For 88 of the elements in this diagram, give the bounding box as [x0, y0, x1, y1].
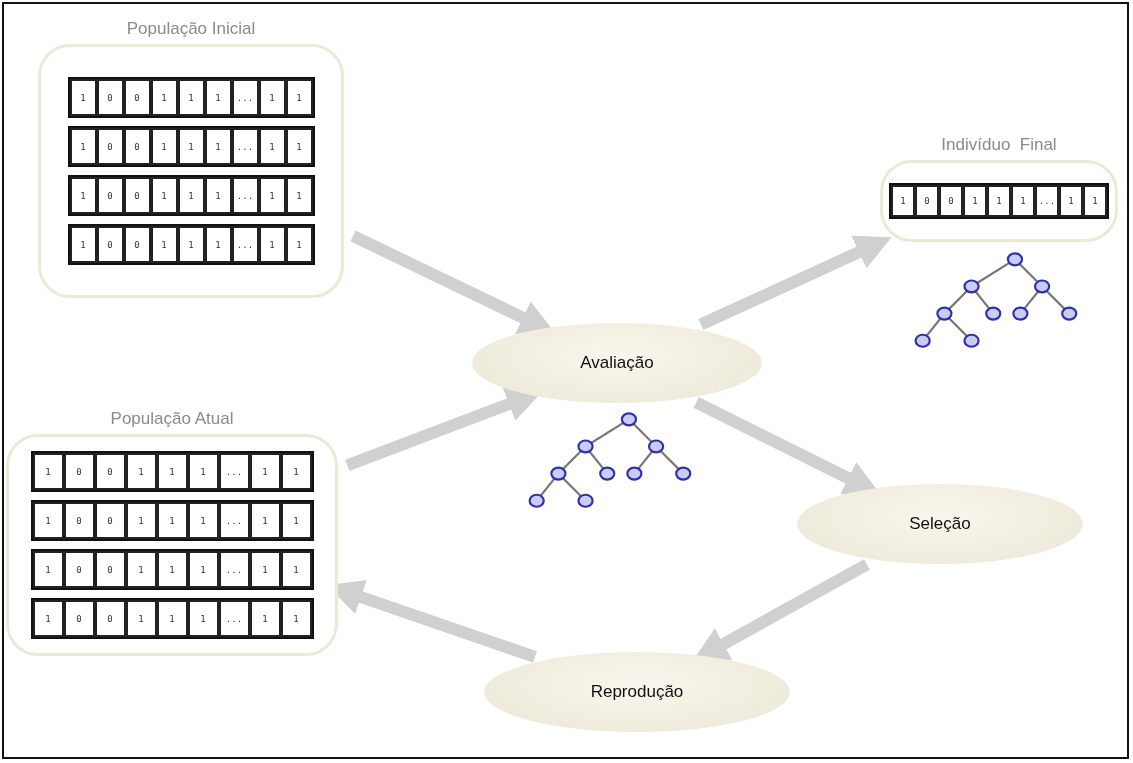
bit-cell: 0 — [123, 79, 151, 116]
bit-cell: 1 — [249, 453, 281, 490]
bit-cell: 1 — [280, 600, 312, 637]
bit-cell: 1 — [187, 502, 219, 539]
bit-cell: 1 — [285, 79, 313, 116]
bit-cell: 1 — [156, 453, 188, 490]
bit-cell: 0 — [94, 551, 126, 588]
bit-cell: ... — [231, 177, 259, 214]
bit-cell: 1 — [285, 226, 313, 263]
bit-cell: 1 — [1083, 185, 1107, 217]
population-title: População Inicial — [126, 18, 256, 40]
bit-cell: 1 — [1011, 185, 1035, 217]
bit-cell: 1 — [177, 226, 205, 263]
process-label: Avaliação — [580, 353, 654, 373]
bit-cell: 1 — [204, 177, 232, 214]
bit-cell: 1 — [280, 502, 312, 539]
bit-cell: 1 — [156, 600, 188, 637]
bit-cell: 0 — [96, 177, 124, 214]
bit-cell: 1 — [258, 226, 286, 263]
bit-cell: 1 — [177, 79, 205, 116]
bit-cell: 1 — [285, 128, 313, 165]
bit-cell: ... — [218, 551, 250, 588]
bit-cell: 1 — [177, 128, 205, 165]
bit-cell: 1 — [32, 551, 64, 588]
bit-cell: 1 — [249, 502, 281, 539]
bit-cell: 1 — [69, 177, 97, 214]
bit-cell: ... — [218, 600, 250, 637]
bit-cell: 1 — [69, 226, 97, 263]
bit-cell: 1 — [204, 226, 232, 263]
bit-cell: 1 — [258, 128, 286, 165]
bit-cell: 1 — [150, 226, 178, 263]
bit-cell: 0 — [63, 551, 95, 588]
bit-cell: 1 — [187, 600, 219, 637]
bit-cell: 0 — [63, 502, 95, 539]
bit-cell: 1 — [258, 79, 286, 116]
bit-cell: ... — [218, 502, 250, 539]
bit-cell: 1 — [1059, 185, 1083, 217]
bit-cell: 1 — [150, 128, 178, 165]
bit-cell: 0 — [939, 185, 963, 217]
bit-cell: 1 — [156, 502, 188, 539]
bit-cell: 1 — [249, 600, 281, 637]
bit-cell: 0 — [94, 600, 126, 637]
bit-cell: 0 — [94, 453, 126, 490]
bit-cell: 1 — [32, 600, 64, 637]
bit-cell: 1 — [204, 79, 232, 116]
bit-cell: 0 — [96, 226, 124, 263]
bit-cell: 1 — [32, 453, 64, 490]
bit-cell: 1 — [987, 185, 1011, 217]
bit-cell: 1 — [177, 177, 205, 214]
bit-cell: ... — [218, 453, 250, 490]
bit-cell: 1 — [69, 79, 97, 116]
bit-cell: 1 — [249, 551, 281, 588]
process-label: Seleção — [909, 514, 971, 534]
bit-cell: 0 — [94, 502, 126, 539]
bit-cell: 0 — [123, 226, 151, 263]
bit-cell: ... — [231, 79, 259, 116]
bit-cell: 0 — [96, 128, 124, 165]
bit-cell: 1 — [32, 502, 64, 539]
bit-cell: 1 — [187, 551, 219, 588]
bit-cell: 1 — [963, 185, 987, 217]
bit-cell: ... — [231, 128, 259, 165]
bit-cell: 0 — [915, 185, 939, 217]
bit-cell: 1 — [156, 551, 188, 588]
bit-cell: 1 — [125, 453, 157, 490]
bit-cell: 1 — [150, 177, 178, 214]
bit-cell: ... — [1035, 185, 1059, 217]
population-title: Indivíduo Final — [941, 134, 1057, 156]
bit-cell: 1 — [125, 502, 157, 539]
bit-cell: 0 — [96, 79, 124, 116]
bit-cell: 1 — [280, 551, 312, 588]
bit-cell: 1 — [280, 453, 312, 490]
bit-cell: 1 — [125, 600, 157, 637]
bit-cell: 1 — [204, 128, 232, 165]
bit-cell: 1 — [285, 177, 313, 214]
population-title: População Atual — [110, 408, 234, 430]
bit-cell: 0 — [63, 453, 95, 490]
process-label: Reprodução — [590, 682, 684, 702]
bit-cell: 1 — [125, 551, 157, 588]
bit-cell: 0 — [123, 128, 151, 165]
bit-cell: 1 — [891, 185, 915, 217]
bit-cell: 1 — [258, 177, 286, 214]
bit-cell: 1 — [150, 79, 178, 116]
bit-cell: 1 — [187, 453, 219, 490]
arrow — [698, 235, 892, 331]
bit-cell: 0 — [63, 600, 95, 637]
bit-cell: ... — [231, 226, 259, 263]
bit-cell: 1 — [69, 128, 97, 165]
bit-cell: 0 — [123, 177, 151, 214]
